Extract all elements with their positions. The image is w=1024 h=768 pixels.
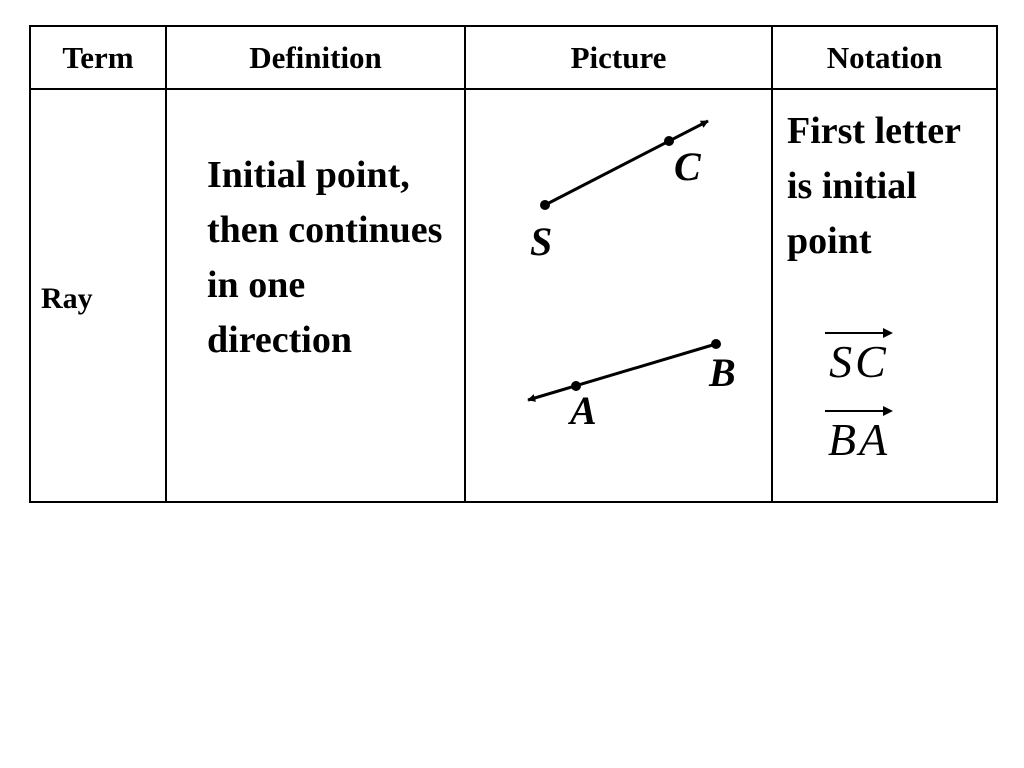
ray-ba-line bbox=[527, 342, 717, 402]
table-row-ray: Ray Initial point, then continues in one… bbox=[29, 88, 998, 503]
cell-picture: S C B A bbox=[464, 88, 773, 503]
ray-diagram: S C B A bbox=[527, 119, 736, 433]
definition-text: Initial point, then continues in one dir… bbox=[207, 154, 443, 361]
label-b: B bbox=[708, 350, 736, 395]
header-definition: Definition bbox=[165, 25, 466, 90]
notation-description: First letter is initial point bbox=[787, 110, 961, 262]
label-c: C bbox=[674, 144, 702, 189]
ray-notation-sc: SC bbox=[819, 327, 899, 385]
cell-term: Ray bbox=[29, 88, 167, 503]
header-picture: Picture bbox=[464, 25, 773, 90]
overarrow-icon bbox=[825, 328, 893, 338]
ray-notation-ba: BA bbox=[819, 405, 899, 463]
ray-notation-ba-letters: BA bbox=[827, 414, 891, 465]
ray-sc-line bbox=[544, 119, 709, 207]
point-c bbox=[664, 136, 674, 146]
geometry-terms-table: Term Definition Picture Notation Ray Ini… bbox=[29, 25, 998, 503]
point-a bbox=[571, 381, 581, 391]
label-a: A bbox=[567, 388, 597, 433]
overarrow-icon bbox=[825, 406, 893, 416]
label-s: S bbox=[530, 219, 552, 264]
cell-definition: Initial point, then continues in one dir… bbox=[165, 88, 466, 503]
ray-notation-sc-letters: SC bbox=[829, 336, 889, 387]
term-label: Ray bbox=[41, 282, 93, 315]
cell-notation: First letter is initial point SC bbox=[771, 88, 998, 503]
point-s bbox=[540, 200, 550, 210]
header-notation: Notation bbox=[771, 25, 998, 90]
table-header-row: Term Definition Picture Notation bbox=[29, 25, 998, 90]
header-term: Term bbox=[29, 25, 167, 90]
geometry-terms-table-container: Term Definition Picture Notation Ray Ini… bbox=[29, 25, 998, 503]
point-b bbox=[711, 339, 721, 349]
